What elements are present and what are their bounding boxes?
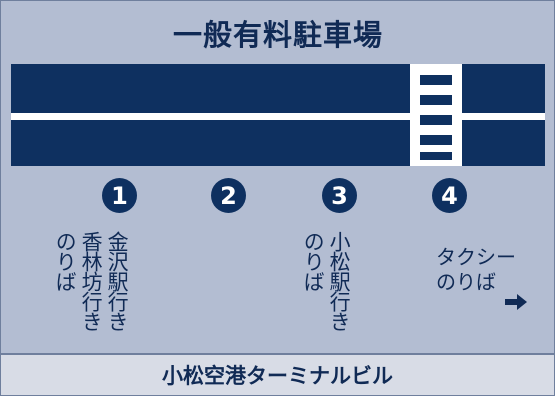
platform-number-4: 4 [432, 178, 467, 213]
crosswalk [410, 64, 462, 166]
stop-1-boarding-label: のりば [53, 231, 78, 291]
stop-1-destination-korinbo: 香林坊行き [79, 231, 104, 331]
stop-3-boarding-label: のりば [301, 231, 326, 291]
right-arrow-icon [505, 294, 527, 310]
road-center-line [11, 113, 545, 120]
stop-3-destination-komatsu: 小松駅行き [327, 231, 352, 331]
crosswalk-gap [420, 95, 452, 105]
crosswalk-gap [420, 152, 452, 160]
crosswalk-gap [420, 135, 452, 145]
stop-1-destination-kanazawa: 金沢駅行き [105, 231, 130, 331]
parking-lot-title: 一般有料駐車場 [172, 17, 383, 52]
platform-number-2: 2 [211, 178, 246, 213]
taxi-boarding-label: のりば [436, 270, 496, 294]
taxi-stand-label: タクシー のりば [436, 245, 516, 295]
terminal-building-label: 小松空港ターミナルビル [1, 353, 554, 395]
platform-number-3: 3 [322, 178, 357, 213]
road-lane-top [11, 64, 545, 113]
crosswalk-gap [420, 75, 452, 85]
crosswalk-gap [420, 115, 452, 125]
road-lane-bottom [11, 120, 545, 166]
taxi-label: タクシー [436, 245, 516, 269]
platform-number-1: 1 [102, 178, 137, 213]
